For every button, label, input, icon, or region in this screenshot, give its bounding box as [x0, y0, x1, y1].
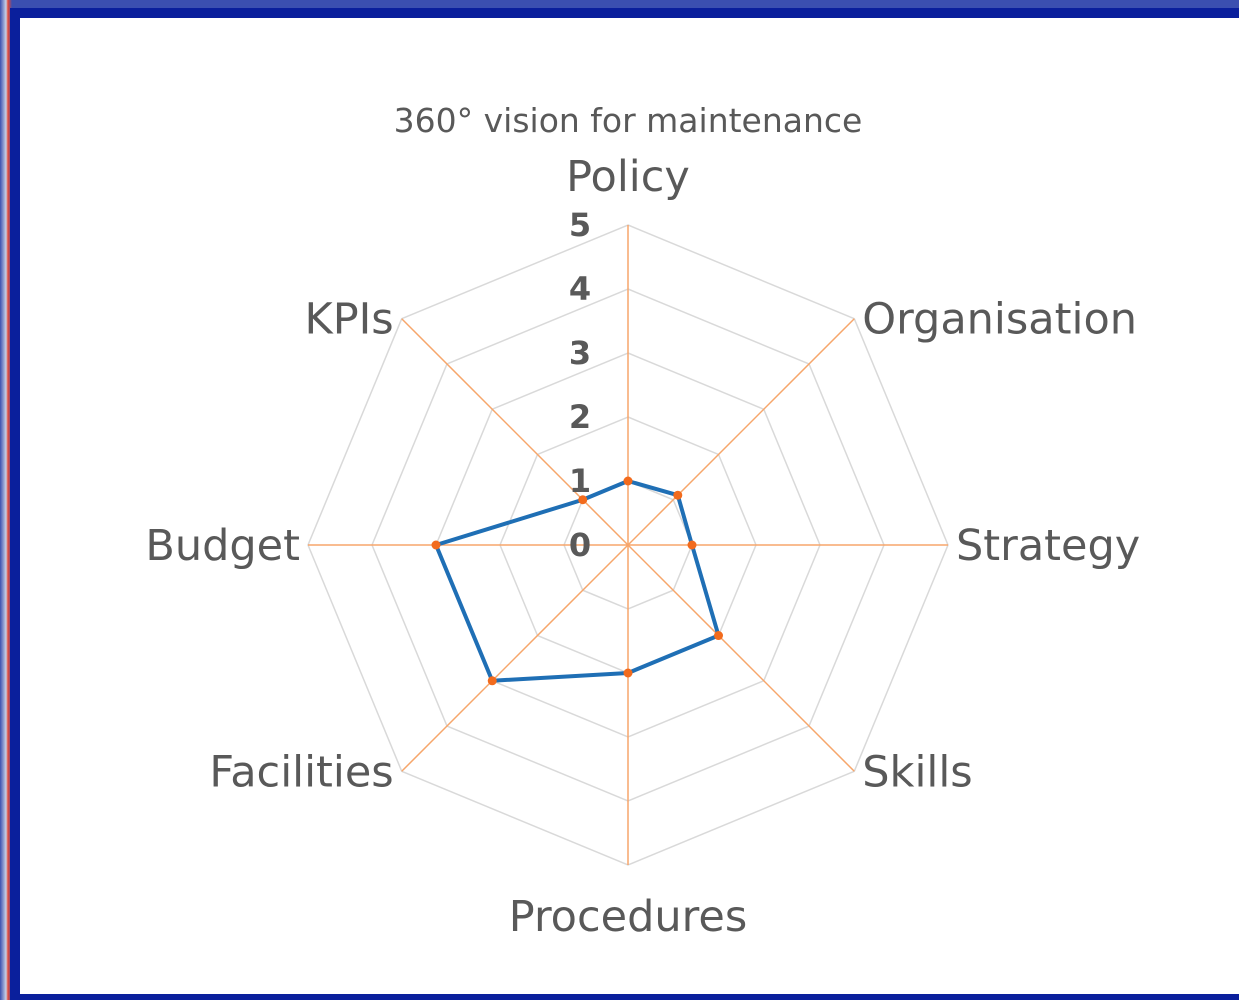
r-tick-label-3: 3	[569, 334, 591, 372]
axis-label-procedures: Procedures	[509, 892, 747, 942]
series-line	[434, 479, 721, 683]
axis-label-budget: Budget	[145, 521, 300, 571]
data-point-procedures	[623, 668, 633, 678]
data-point-budget	[431, 540, 441, 550]
axis-label-kpis: KPIs	[305, 295, 394, 345]
spoke-skills	[627, 544, 855, 772]
axis-label-organisation: Organisation	[862, 295, 1137, 345]
spoke-facilities	[401, 544, 629, 772]
series-layer	[431, 476, 724, 686]
r-tick-label-2: 2	[569, 398, 591, 436]
r-tick-label-5: 5	[569, 206, 591, 244]
spoke-organisation	[627, 318, 855, 546]
label-layer: 0 1 2 3 4 5 PolicyOrganisationStrategySkillsPr…	[145, 152, 1140, 942]
chart-title: 360° vision for maintenance	[394, 101, 863, 140]
axis-label-strategy: Strategy	[956, 521, 1140, 571]
data-point-skills	[714, 631, 724, 641]
radar-chart: 360° vision for maintenance 0 1 2 3 4 5 Policy…	[145, 101, 1140, 942]
r-tick-label-4: 4	[569, 270, 591, 308]
data-point-organisation	[673, 490, 683, 500]
data-point-facilities	[487, 676, 497, 686]
spoke-kpis	[401, 318, 629, 546]
chart-area: 360° vision for maintenance 0 1 2 3 4 5 Policy…	[20, 18, 1239, 1000]
chart-frame: 360° vision for maintenance 0 1 2 3 4 5 Policy…	[10, 8, 1239, 1000]
axis-label-facilities: Facilities	[209, 747, 393, 797]
r-tick-label-0: 0	[569, 526, 591, 564]
axis-label-policy: Policy	[566, 152, 690, 202]
axis-label-skills: Skills	[862, 747, 972, 797]
data-point-kpis	[578, 495, 588, 505]
r-tick-label-1: 1	[569, 462, 591, 500]
data-point-strategy	[687, 540, 697, 550]
spoke-layer	[308, 225, 948, 865]
data-point-policy	[623, 476, 633, 486]
